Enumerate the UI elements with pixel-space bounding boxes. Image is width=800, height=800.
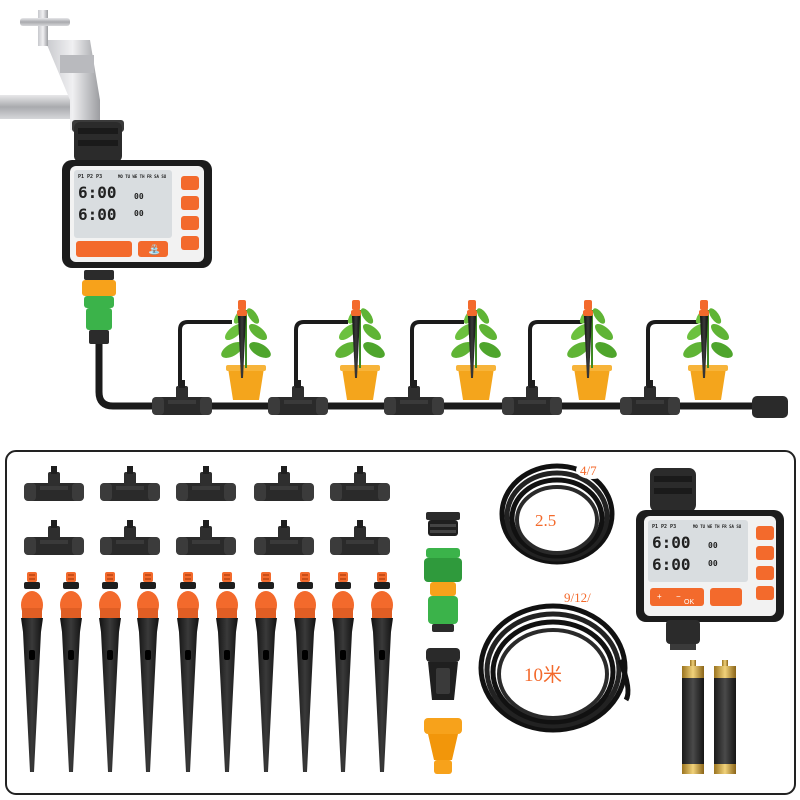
timer-kit-days: MO TU WE TH FR SA SU	[693, 524, 742, 529]
kit-plus-minus-ok-buttons[interactable]	[650, 588, 704, 606]
kit-start-time-button[interactable]	[756, 546, 774, 560]
timer-top-days: MO TU WE TH FR SA SU	[118, 174, 167, 179]
drip-stations	[152, 300, 737, 415]
battery-icon	[682, 660, 736, 774]
timer-kit-time-1: 6:00	[652, 533, 691, 552]
adapter-column	[424, 512, 462, 774]
timer-kit-small-2: 00	[708, 559, 718, 568]
drip-station	[384, 300, 505, 415]
timer-top-time-2: 6:00	[78, 205, 117, 224]
how-often-button[interactable]	[181, 236, 199, 250]
timer-kit-small-1: 00	[708, 541, 718, 550]
hose-large-length-label: 10米	[524, 664, 562, 686]
main-hose	[95, 344, 760, 410]
timer-top: P1 P2 P3 MO TU WE TH FR SA SU 6:00 6:00 …	[62, 122, 212, 268]
plus-minus-ok-buttons[interactable]	[76, 241, 132, 257]
timer-top-small-2: 00	[134, 209, 144, 218]
drip-station	[152, 300, 275, 415]
kit-how-long-button[interactable]	[756, 566, 774, 580]
drip-station	[502, 300, 621, 415]
hose-large-size-label: 9/12/	[564, 590, 591, 605]
hose-small-length-label: 2.5	[535, 511, 556, 530]
kit-how-often-button[interactable]	[756, 586, 774, 600]
kit-set-clock-button[interactable]	[756, 526, 774, 540]
timer-top-small-1: 00	[134, 192, 144, 201]
faucet-icon	[0, 10, 124, 132]
end-plug	[752, 396, 788, 418]
timer-kit: P1 P2 P3 MO TU WE TH FR SA SU 6:00 6:00 …	[636, 468, 784, 650]
hose-coil-large: 9/12/ 10米	[478, 586, 631, 733]
timer-top-programs: P1 P2 P3	[78, 174, 102, 180]
tap-icon: ⛲	[148, 243, 160, 256]
manual-water-button[interactable]	[138, 241, 168, 257]
timer-adapters	[82, 270, 116, 344]
how-long-button[interactable]	[181, 216, 199, 230]
kit-manual-water-button[interactable]	[710, 588, 742, 606]
timer-top-time-1: 6:00	[78, 183, 117, 202]
kit-minus-label: −	[676, 592, 681, 601]
set-clock-button[interactable]	[181, 176, 199, 190]
drip-station	[268, 300, 389, 415]
timer-kit-time-2: 6:00	[652, 555, 691, 574]
hose-coil-small: 4/7 2.5	[499, 461, 615, 565]
start-time-button[interactable]	[181, 196, 199, 210]
drip-station	[620, 300, 737, 415]
timer-kit-programs: P1 P2 P3	[652, 524, 676, 530]
hose-small-size-label: 4/7	[580, 463, 597, 478]
kit-plus-label: +	[657, 592, 662, 601]
kit-ok-label: OK	[684, 599, 694, 606]
